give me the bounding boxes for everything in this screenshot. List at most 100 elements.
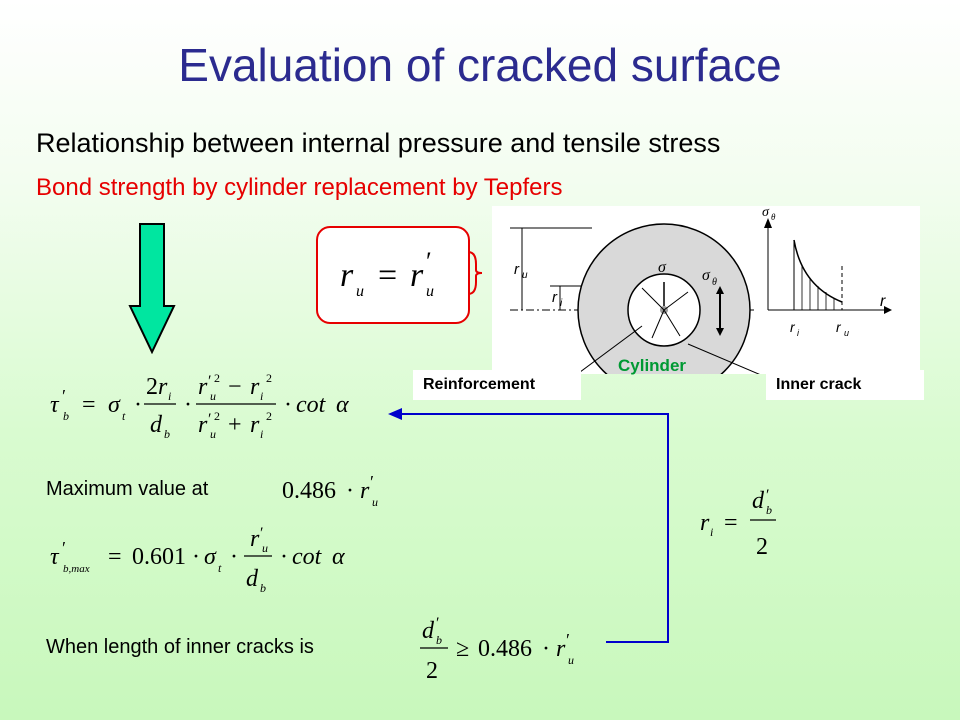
svg-text:u: u — [426, 283, 434, 300]
svg-text:0.601: 0.601 — [132, 544, 186, 570]
svg-text:b,max: b,max — [63, 563, 90, 575]
svg-text:α: α — [336, 392, 349, 418]
inner-crack-label: Inner crack — [766, 370, 924, 400]
svg-text:u: u — [522, 270, 528, 281]
equation-max-bond-stress: τ ′ b,max = 0.601 · σ t · r ′ u d b · co… — [50, 525, 345, 595]
svg-text:0.486: 0.486 — [478, 636, 532, 662]
svg-text:′: ′ — [436, 615, 440, 632]
svg-text:u: u — [372, 495, 378, 509]
svg-text:2: 2 — [214, 409, 220, 423]
svg-text:b: b — [63, 409, 69, 423]
equation-max-point: 0.486 · r ′ u — [282, 472, 378, 509]
svg-text:·: · — [542, 636, 550, 662]
svg-text:cot: cot — [296, 392, 327, 418]
svg-text:d: d — [246, 566, 259, 592]
svg-text:cot: cot — [292, 544, 323, 570]
connector-arrow — [388, 408, 669, 643]
svg-text:2: 2 — [214, 371, 220, 385]
svg-text:θ: θ — [771, 212, 776, 222]
svg-text:r: r — [340, 257, 354, 294]
svg-text:′: ′ — [208, 373, 212, 390]
svg-text:′: ′ — [260, 525, 264, 542]
svg-text:r: r — [198, 374, 208, 400]
svg-text:u: u — [262, 541, 268, 555]
svg-text:σ: σ — [108, 392, 121, 418]
svg-text:r: r — [250, 412, 260, 438]
svg-text:σ: σ — [658, 259, 667, 276]
svg-text:r: r — [552, 289, 558, 306]
svg-text:2: 2 — [146, 374, 158, 400]
svg-text:′: ′ — [566, 630, 570, 650]
svg-text:+: + — [228, 412, 242, 438]
svg-text:·: · — [284, 392, 292, 418]
svg-text:σ: σ — [762, 206, 770, 220]
svg-text:r: r — [700, 510, 710, 536]
svg-text:·: · — [134, 392, 142, 418]
svg-text:r: r — [790, 319, 796, 335]
equation-ri: r i = d ′ b 2 — [700, 487, 776, 560]
svg-text:σ: σ — [204, 544, 217, 570]
subtitle-tepfers: Bond strength by cylinder replacement by… — [36, 174, 563, 201]
svg-text:u: u — [210, 389, 216, 403]
inner-crack-length-label: When length of inner cracks is — [46, 636, 314, 658]
svg-text:d: d — [422, 618, 435, 644]
svg-text:′: ′ — [62, 538, 66, 558]
svg-text:τ: τ — [50, 544, 60, 570]
svg-text:2: 2 — [266, 409, 272, 423]
equation-bond-stress: τ ′ b = σ t · 2 r i d b · r ′ u 2 − r i … — [50, 371, 349, 441]
cylinder-label: Cylinder — [618, 356, 687, 375]
svg-text:2: 2 — [426, 658, 438, 684]
svg-text:b: b — [766, 503, 772, 517]
max-value-label: Maximum value at — [46, 478, 209, 500]
svg-text:i: i — [797, 328, 800, 338]
reinforcement-label: Reinforcement — [413, 370, 581, 400]
svg-text:u: u — [356, 283, 364, 300]
svg-text:i: i — [710, 525, 713, 539]
svg-text:′: ′ — [62, 386, 66, 406]
svg-text:t: t — [122, 409, 126, 423]
svg-text:r: r — [410, 257, 424, 294]
svg-text:2: 2 — [756, 534, 768, 560]
svg-text:r: r — [250, 374, 260, 400]
svg-text:r: r — [836, 319, 842, 335]
svg-text:′: ′ — [426, 247, 432, 276]
svg-text:·: · — [230, 544, 238, 570]
svg-text:r: r — [158, 374, 168, 400]
equation-ru-equals-ru-prime: r u = r ′ u — [340, 247, 434, 300]
brace-connector — [467, 251, 483, 295]
svg-text:u: u — [568, 653, 574, 667]
svg-text:−: − — [228, 374, 242, 400]
svg-text:·: · — [192, 544, 200, 570]
svg-text:=: = — [378, 257, 397, 294]
svg-text:r: r — [198, 412, 208, 438]
svg-text:τ: τ — [50, 392, 60, 418]
down-arrow-icon — [128, 223, 176, 354]
svg-text:≥: ≥ — [456, 636, 469, 662]
svg-text:r: r — [880, 293, 886, 310]
subtitle-relationship: Relationship between internal pressure a… — [36, 128, 721, 158]
svg-text:2: 2 — [266, 371, 272, 385]
svg-text:t: t — [218, 561, 222, 575]
equation-box-ru: r u = r ′ u — [316, 226, 470, 324]
svg-text:=: = — [108, 544, 122, 570]
svg-text:′: ′ — [370, 472, 374, 492]
svg-text:′: ′ — [208, 411, 212, 428]
svg-text:r: r — [556, 636, 566, 662]
svg-text:θ: θ — [712, 277, 717, 288]
slide-title: Evaluation of cracked surface — [178, 39, 782, 91]
svg-text:α: α — [332, 544, 345, 570]
svg-text:0.486: 0.486 — [282, 478, 336, 504]
svg-text:=: = — [82, 392, 96, 418]
svg-text:r: r — [360, 478, 370, 504]
cylinder-diagram: r u r i σ σ θ σ θ r r i r u — [492, 206, 920, 374]
svg-text:r: r — [514, 261, 520, 278]
svg-text:i: i — [168, 389, 171, 403]
svg-text:′: ′ — [766, 487, 770, 504]
svg-text:b: b — [164, 427, 170, 441]
svg-text:r: r — [250, 526, 260, 552]
svg-text:d: d — [752, 488, 765, 514]
svg-text:b: b — [436, 633, 442, 647]
svg-text:i: i — [260, 389, 263, 403]
svg-text:·: · — [184, 392, 192, 418]
svg-text:i: i — [560, 298, 563, 309]
